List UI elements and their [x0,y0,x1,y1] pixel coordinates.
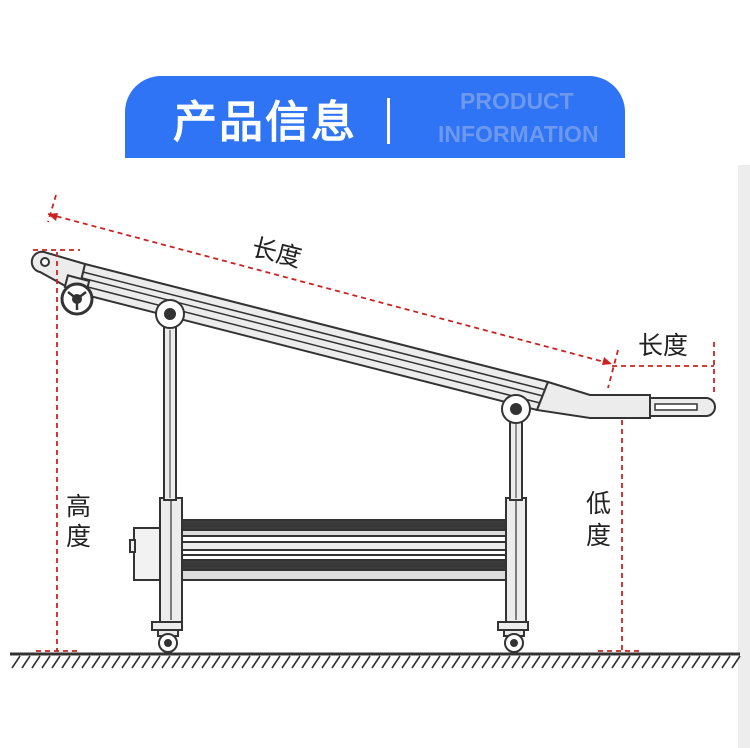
ground-hatch-line [601,655,611,669]
ground-hatch-line [451,655,461,669]
ground-hatch-line [481,655,491,669]
ground [10,652,741,669]
ground-hatch-line [271,655,281,669]
ground-hatch-line [391,655,401,669]
ground-hatch-line [671,655,681,669]
ground-hatch-line [321,655,331,669]
ground-hatch-line [341,655,351,669]
ground-hatch-line [241,655,251,669]
ground-hatch-line [561,655,571,669]
ground-hatch-line [411,655,421,669]
caster-wheel-right [497,621,529,653]
ground-hatch-line [121,655,131,669]
label-low-char1: 低 [586,489,611,518]
ground-hatch-line [691,655,701,669]
ground-hatch-line [51,655,61,669]
banner-title: 产品信息 [173,97,357,148]
label-length-main: 长度 [249,233,305,273]
side-shadow [738,165,750,748]
ground-hatch-line [551,655,561,669]
ground-hatch-line [641,655,651,669]
label-low-char2: 度 [586,521,611,550]
ground-hatch-line [581,655,591,669]
ground-hatch-line [81,655,91,669]
banner-divider [387,98,390,144]
ground-hatch-line [631,655,641,669]
ground-hatch-line [441,655,451,669]
header-banner: 产品信息 PRODUCT INFORMATION [125,76,625,158]
ground-hatch-line [211,655,221,669]
support-legs [163,324,523,501]
frame-base [129,497,527,623]
ground-hatch-line [521,655,531,669]
ground-hatch-line [141,655,151,669]
label-height-char1: 高 [66,492,91,521]
ground-hatch-line [151,655,161,669]
pivot-joint-left [155,299,185,329]
ground-hatch-line [41,655,51,669]
ground-hatch-line [501,655,511,669]
head-roller [60,274,94,316]
ground-hatch-line [301,655,311,669]
ground-hatch-line [311,655,321,669]
ground-hatch-line [621,655,631,669]
ground-hatch-line [661,655,671,669]
ground-hatch-line [191,655,201,669]
ground-hatch-line [571,655,581,669]
conveyor-body [30,250,716,419]
ground-hatch-line [591,655,601,669]
ground-hatch-line [181,655,191,669]
label-length-extension: 长度 [638,331,688,360]
ground-hatch-line [171,655,181,669]
ground-hatch-line [711,655,721,669]
ground-hatch-line [461,655,471,669]
ground-hatch-line [231,655,241,669]
ground-hatch-line [281,655,291,669]
ground-hatch-line [651,655,661,669]
ground-hatch-line [471,655,481,669]
ground-hatch-line [201,655,211,669]
ground-hatch-line [251,655,261,669]
ground-hatch-line [431,655,441,669]
ground-hatch-line [91,655,101,669]
ground-hatch-line [331,655,341,669]
ground-hatch-line [161,655,171,669]
label-height-char2: 度 [66,522,91,551]
ground-hatch-line [71,655,81,669]
ground-hatch-line [351,655,361,669]
ground-hatch-line [511,655,521,669]
ground-hatch-line [401,655,411,669]
ground-hatch-line [291,655,301,669]
ground-hatch-line [221,655,231,669]
banner-english-line2: INFORMATION [438,121,599,147]
ground-hatch-line [681,655,691,669]
ground-hatch-line [361,655,371,669]
ground-hatch-line [531,655,541,669]
ground-hatch-line [101,655,111,669]
pivot-joint-right [501,394,531,424]
ground-hatch-line [261,655,271,669]
caster-wheel-left [151,621,183,653]
banner-english-line1: PRODUCT [460,88,574,114]
ground-hatch-line [371,655,381,669]
ground-hatch-line [731,655,741,669]
ground-hatch-line [131,655,141,669]
ground-hatch-line [61,655,71,669]
ground-hatch-line [381,655,391,669]
ground-hatch-line [421,655,431,669]
ground-hatch-line [721,655,731,669]
ground-hatch-line [11,655,21,669]
ground-hatch-line [491,655,501,669]
ground-hatch-line [31,655,41,669]
ground-hatch-line [701,655,711,669]
ground-hatch-line [111,655,121,669]
dimension-lines [33,194,715,652]
ground-hatch-line [611,655,621,669]
ground-hatch-line [21,655,31,669]
ground-hatch-line [541,655,551,669]
dimension-arrows [48,213,612,365]
